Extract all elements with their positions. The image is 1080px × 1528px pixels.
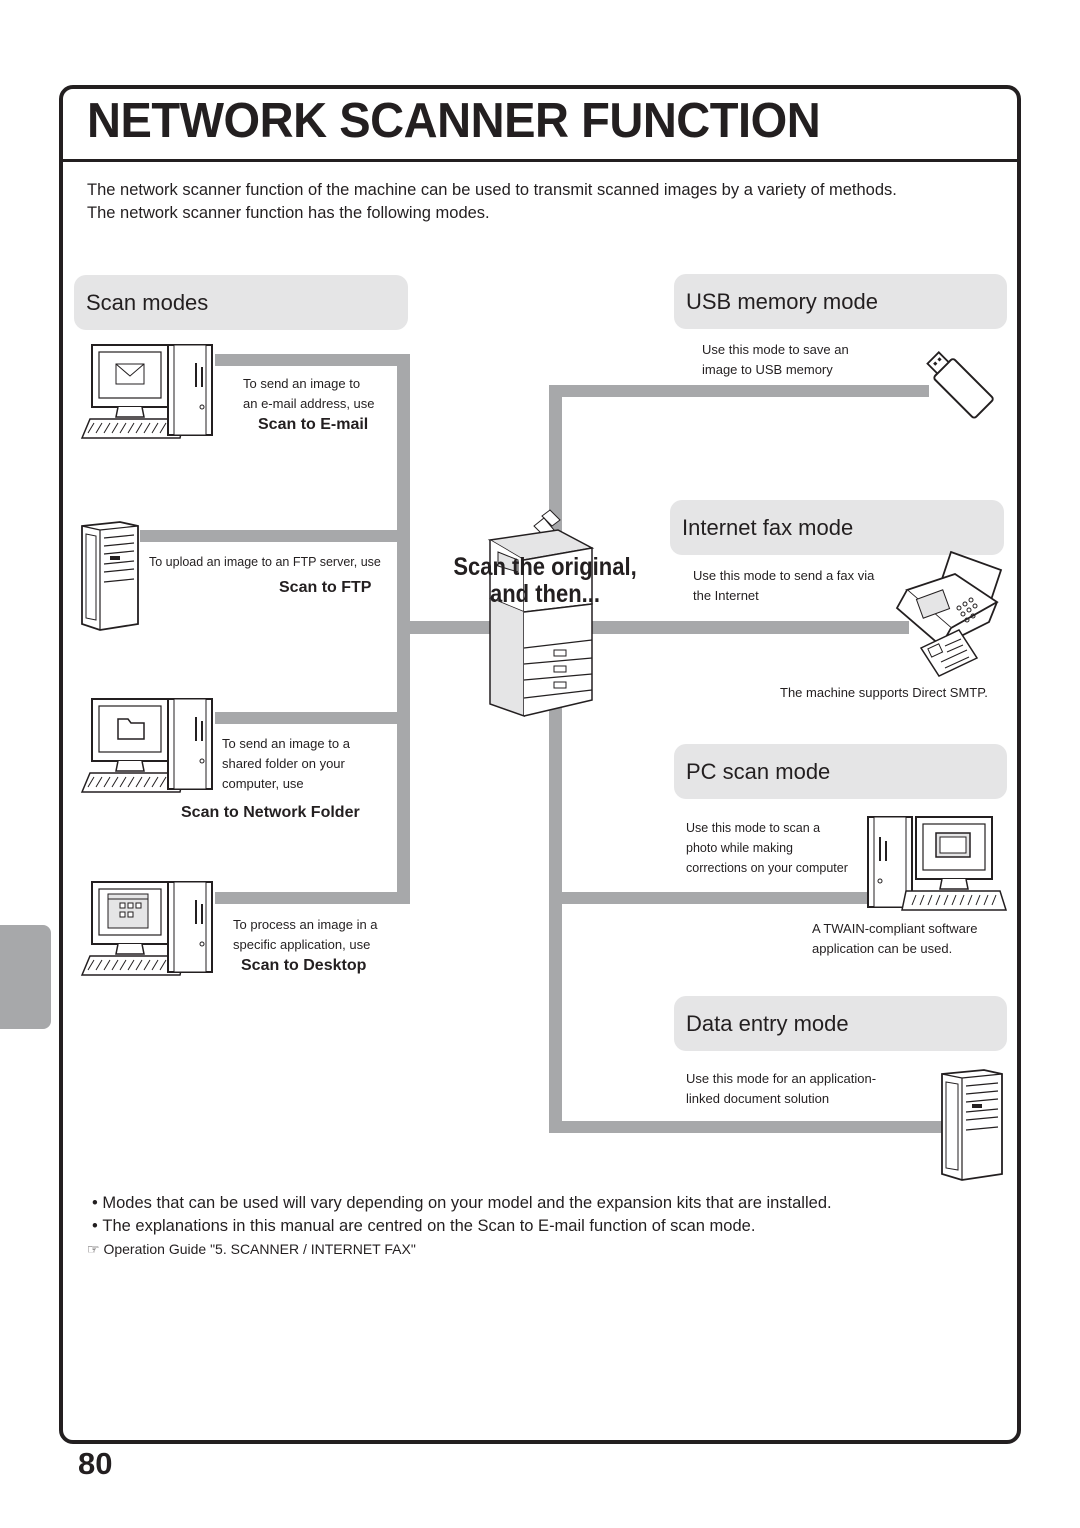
pc-scan-desc-line-2: photo while making: [686, 841, 794, 855]
pointing-hand-icon: ☞: [87, 1241, 100, 1257]
usb-desc-line-2: image to USB memory: [702, 362, 833, 377]
fax-note: The machine supports Direct SMTP.: [780, 685, 988, 700]
usb-desc: Use this mode to save an image to USB me…: [702, 340, 849, 380]
connector-data-entry: [549, 1121, 944, 1133]
note-text: Modes that can be used will vary dependi…: [102, 1194, 832, 1212]
title-rule: [63, 159, 1017, 162]
data-entry-heading-text: Data entry mode: [686, 1010, 849, 1036]
fax-desc-line-2: the Internet: [693, 588, 759, 603]
intro-line-2: The network scanner function has the fol…: [87, 204, 490, 222]
email-desc-line-1: To send an image to: [243, 376, 361, 391]
computer-app-icon: [80, 881, 213, 976]
usb-drive-icon: [926, 351, 994, 419]
fax-desc: Use this mode to send a fax via the Inte…: [693, 566, 874, 606]
pc-scan-heading: PC scan mode: [674, 744, 1007, 799]
intro-line-1: The network scanner function of the mach…: [87, 181, 897, 199]
notes: • Modes that can be used will vary depen…: [92, 1192, 832, 1238]
computer-email-icon: [80, 344, 213, 439]
internet-fax-heading-text: Internet fax mode: [682, 514, 854, 540]
page-number: 80: [78, 1446, 113, 1481]
connector-left-vertical: [397, 354, 410, 904]
computer-folder-icon: [80, 698, 213, 793]
pc-scan-heading-text: PC scan mode: [686, 758, 831, 784]
desktop-desc-line-2: specific application, use: [233, 937, 371, 952]
connector-folder: [215, 712, 410, 724]
pc-scan-note: A TWAIN-compliant software application c…: [812, 919, 977, 959]
mfp-icon: [487, 509, 595, 718]
reference-text: Operation Guide "5. SCANNER / INTERNET F…: [103, 1241, 416, 1257]
fax-machine-icon: [895, 550, 1003, 677]
connector-right-vertical: [549, 385, 562, 1133]
connector-desktop: [215, 892, 410, 904]
note-item: • Modes that can be used will vary depen…: [92, 1194, 832, 1212]
data-entry-desc-line-1: Use this mode for an application-: [686, 1071, 877, 1086]
data-entry-heading: Data entry mode: [674, 996, 1007, 1051]
folder-desc-line-2: shared folder on your: [222, 756, 345, 771]
usb-desc-line-1: Use this mode to save an: [702, 342, 849, 357]
scan-to-network-folder-label: Scan to Network Folder: [181, 804, 360, 821]
scan-to-ftp-label: Scan to FTP: [279, 579, 372, 596]
data-entry-desc-line-2: linked document solution: [686, 1091, 830, 1106]
pc-scan-note-line-2: application can be used.: [812, 941, 953, 956]
intro-text: The network scanner function of the mach…: [87, 179, 897, 225]
connector-ftp: [140, 530, 410, 542]
page-title: NETWORK SCANNER FUNCTION: [87, 94, 821, 148]
usb-mode-heading-text: USB memory mode: [686, 288, 878, 314]
operation-guide-reference: ☞ Operation Guide "5. SCANNER / INTERNET…: [87, 1241, 416, 1258]
pc-scan-desc-line-1: Use this mode to scan a: [686, 821, 821, 835]
center-label-line-1: Scan the original,: [453, 553, 637, 581]
center-label: Scan the original, and then...: [453, 554, 638, 608]
data-entry-desc: Use this mode for an application- linked…: [686, 1069, 876, 1109]
connector-left-to-mfp: [410, 621, 490, 634]
note-item: • The explanations in this manual are ce…: [92, 1217, 756, 1235]
ftp-desc: To upload an image to an FTP server, use: [149, 552, 381, 572]
server-icon: [941, 1069, 1003, 1181]
pc-scan-desc-line-3: corrections on your computer: [686, 861, 848, 875]
scan-to-email-label: Scan to E-mail: [258, 416, 369, 433]
scan-to-desktop-label: Scan to Desktop: [241, 957, 367, 974]
email-desc-line-2: an e-mail address, use: [243, 396, 375, 411]
server-icon: [81, 521, 139, 631]
folder-desc-line-1: To send an image to a: [222, 736, 350, 751]
folder-desc-line-3: computer, use: [222, 776, 304, 791]
computer-photo-icon: [867, 816, 1008, 911]
pc-scan-desc: Use this mode to scan a photo while maki…: [686, 818, 848, 878]
internet-fax-heading: Internet fax mode: [670, 500, 1004, 555]
fax-desc-line-1: Use this mode to send a fax via: [693, 568, 875, 583]
connector-pc: [549, 892, 901, 904]
ftp-desc-line-1: To upload an image to an FTP server, use: [149, 555, 381, 569]
usb-mode-heading: USB memory mode: [674, 274, 1007, 329]
scan-modes-heading: Scan modes: [74, 275, 408, 330]
connector-fax: [549, 621, 909, 634]
folder-desc: To send an image to a shared folder on y…: [222, 734, 350, 794]
chapter-tab: [0, 925, 51, 1029]
note-text: The explanations in this manual are cent…: [102, 1217, 756, 1235]
center-label-line-2: and then...: [490, 580, 600, 608]
pc-scan-note-line-1: A TWAIN-compliant software: [812, 921, 978, 936]
connector-usb: [549, 385, 929, 397]
desktop-desc-line-1: To process an image in a: [233, 917, 378, 932]
scan-modes-heading-text: Scan modes: [86, 289, 209, 315]
email-desc: To send an image to an e-mail address, u…: [243, 374, 375, 414]
connector-email: [215, 354, 410, 366]
desktop-desc: To process an image in a specific applic…: [233, 915, 378, 955]
